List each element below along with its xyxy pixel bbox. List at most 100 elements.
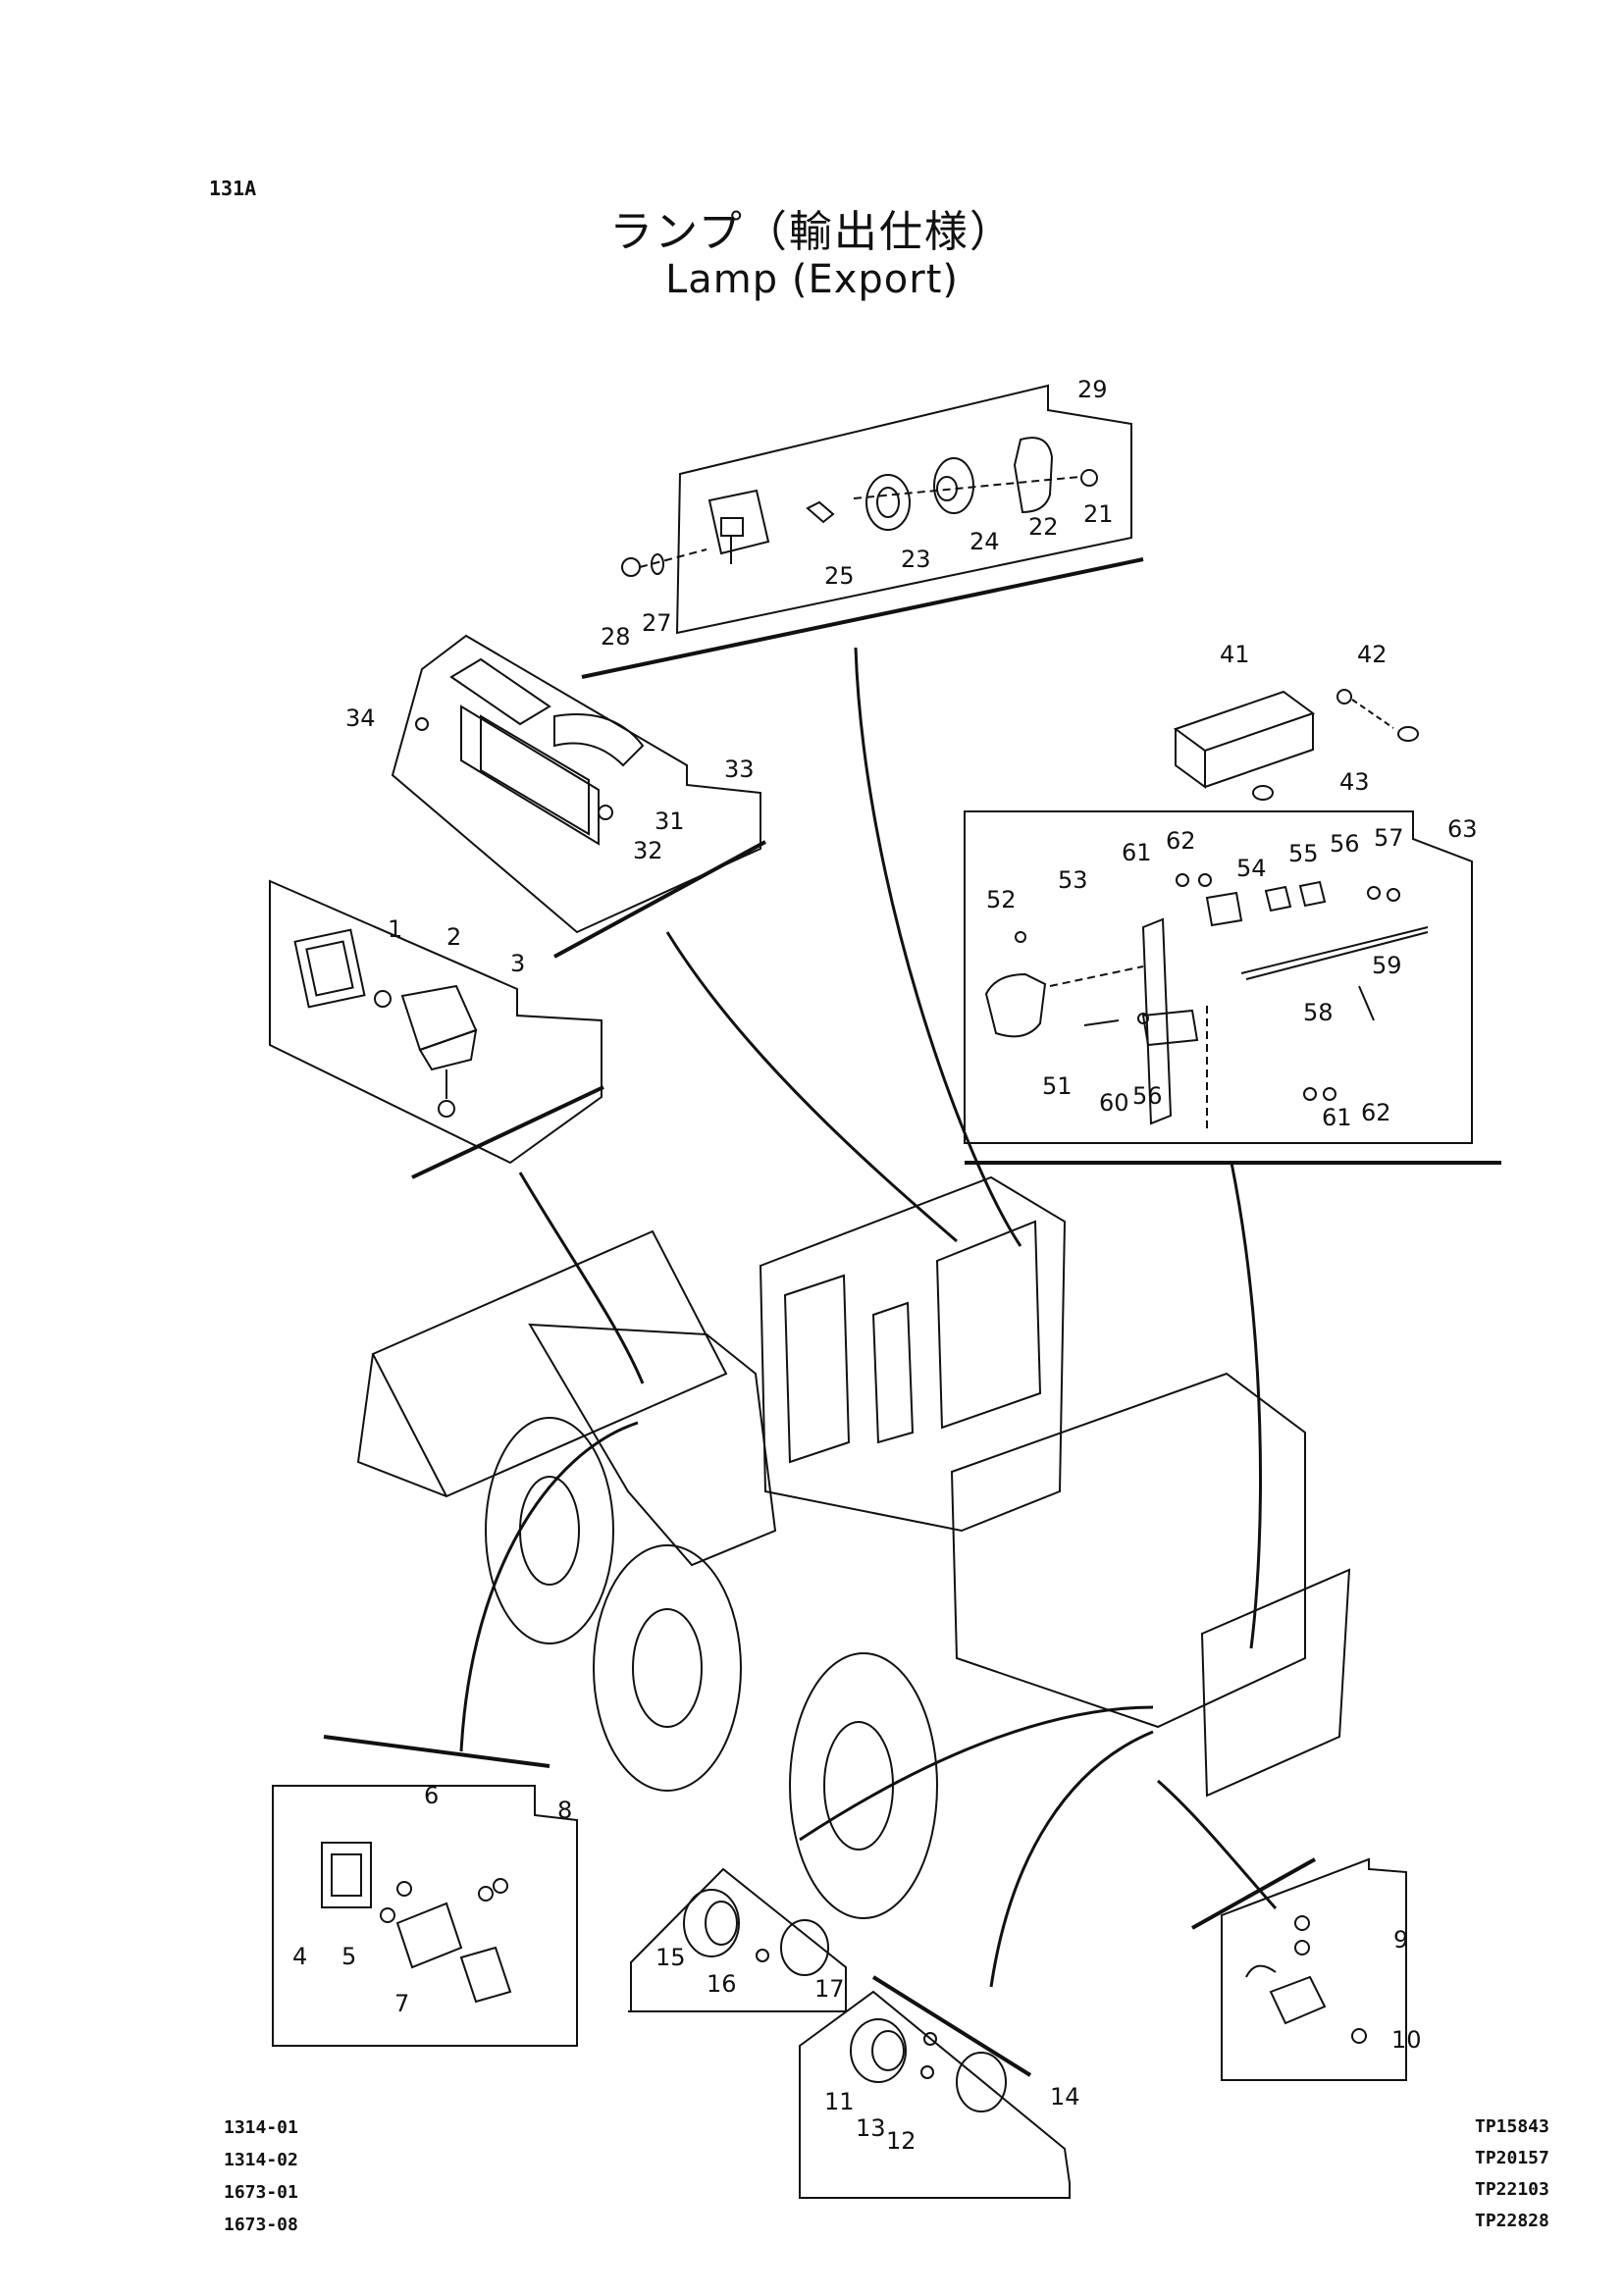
callout-53: 53 (1058, 866, 1088, 894)
callout-55: 55 (1288, 840, 1319, 867)
side-lamp-bulb-6 (396, 1881, 412, 1897)
cab-lamp-screw-34 (415, 717, 429, 731)
bracket-53 (1141, 917, 1173, 1125)
callout-51: 51 (1042, 1072, 1073, 1100)
callout-16: 16 (707, 1970, 737, 1998)
callout-34: 34 (345, 704, 376, 732)
page-title-japanese: ランプ（輸出仕様） (609, 207, 1015, 257)
page-code: 131A (209, 177, 257, 200)
callout-28: 28 (601, 623, 631, 651)
callout-42: 42 (1357, 641, 1388, 668)
washer-27 (651, 553, 664, 575)
callout-3: 3 (510, 950, 525, 977)
reference-code: 1314-01 (224, 2117, 298, 2138)
reference-code: TP15843 (1475, 2116, 1549, 2137)
reference-code: 1673-08 (224, 2215, 298, 2235)
page-title-english: Lamp (Export) (664, 257, 959, 302)
callout-22: 22 (1028, 513, 1059, 541)
rod-58 (1240, 926, 1429, 974)
callout-57: 57 (1374, 824, 1404, 852)
flasher-bulb-13a (923, 2032, 937, 2046)
callout-8: 8 (557, 1797, 572, 1824)
license-lamp-bulb-10 (1351, 2028, 1367, 2044)
cab-lamp-bulb-31 (598, 805, 613, 820)
bolt-60 (1083, 1019, 1120, 1026)
work-lamp-housing (707, 489, 770, 564)
callout-54: 54 (1236, 855, 1267, 882)
callout-5: 5 (341, 1943, 356, 1970)
tail-lamp-body (683, 1889, 740, 1957)
callout-43: 43 (1339, 768, 1370, 796)
callout-24: 24 (969, 528, 1000, 555)
beacon-bolt-43a (1397, 726, 1419, 742)
washer-61-lower (1303, 1087, 1317, 1101)
callout-32: 32 (633, 837, 663, 864)
head-lamp-bulb-2 (374, 990, 392, 1008)
reference-code: TP22828 (1475, 2211, 1549, 2231)
washer-56-upper (1367, 886, 1381, 900)
head-lamp-housing-3 (400, 984, 478, 1052)
license-lamp-body (1269, 1975, 1327, 2025)
callout-4: 4 (292, 1943, 307, 1970)
callout-25: 25 (824, 562, 855, 590)
lens-gasket (865, 474, 911, 531)
side-lamp-assembly-panel (272, 1735, 578, 2047)
nut-57 (1387, 888, 1400, 902)
rear-lamp-51 (984, 972, 1047, 1038)
reference-code: 1314-02 (224, 2150, 298, 2170)
callout-58: 58 (1303, 999, 1334, 1026)
callout-60: 60 (1099, 1089, 1129, 1117)
callout-1: 1 (388, 915, 402, 943)
side-lamp-bulb-5 (380, 1907, 395, 1923)
block-54 (1205, 891, 1243, 927)
callout-62-upper: 62 (1166, 827, 1196, 855)
leader-lines (459, 647, 1278, 1988)
side-lamp-housing (395, 1902, 463, 1969)
reference-codes-left: 1314-01 1314-02 1673-01 1673-08 (224, 2112, 298, 2241)
tail-lamp-assembly-panel-17 (628, 1867, 847, 2012)
callout-11: 11 (824, 2088, 855, 2115)
bucket (371, 1229, 728, 1498)
rear-counterweight (1200, 1568, 1351, 1798)
callout-41: 41 (1220, 641, 1250, 668)
callout-56-upper: 56 (1330, 830, 1360, 858)
head-lamp-assembly-panel (269, 879, 604, 1179)
callout-62-lower: 62 (1361, 1099, 1391, 1126)
license-lamp-assembly-panel (1191, 1857, 1407, 2081)
callout-31: 31 (655, 808, 685, 835)
cab (759, 1175, 1067, 1533)
beacon-bolt-43b (1252, 785, 1274, 801)
wheel-loader-body (356, 1175, 1351, 1919)
plate-55 (1264, 885, 1292, 912)
nut-62-upper (1198, 873, 1212, 887)
lamp-screw (1080, 469, 1098, 487)
nut-62-lower (1323, 1087, 1336, 1101)
callout-14: 14 (1050, 2083, 1080, 2111)
work-lamp-assembly-panel (581, 384, 1144, 679)
flasher-lamp-body (850, 2018, 907, 2083)
callout-52: 52 (986, 886, 1017, 913)
flasher-lens-12 (956, 2052, 1007, 2112)
callout-10: 10 (1391, 2026, 1422, 2054)
callout-17: 17 (814, 1975, 845, 2003)
callout-59: 59 (1372, 952, 1402, 979)
callout-2: 2 (446, 923, 461, 951)
reference-code: TP22103 (1475, 2179, 1549, 2200)
flasher-lamp-assembly-panel-14 (799, 1975, 1071, 2199)
callout-61-lower: 61 (1322, 1104, 1352, 1131)
callout-13: 13 (856, 2114, 886, 2142)
callout-9: 9 (1393, 1926, 1408, 1954)
callout-6: 6 (424, 1782, 439, 1809)
cab-window-right (935, 1220, 1042, 1430)
side-lamp-cover-7 (459, 1946, 512, 2004)
beacon-nut-42 (1336, 689, 1352, 704)
engine-hood (950, 1372, 1306, 1729)
cab-lamp-assembly (391, 634, 766, 959)
reference-code: TP20157 (1475, 2148, 1549, 2168)
reference-code: 1673-01 (224, 2182, 298, 2203)
nut-28 (621, 557, 641, 577)
callout-63: 63 (1447, 815, 1478, 843)
tail-lamp-lens-16 (780, 1919, 829, 1976)
washer-61-upper (1176, 873, 1189, 887)
